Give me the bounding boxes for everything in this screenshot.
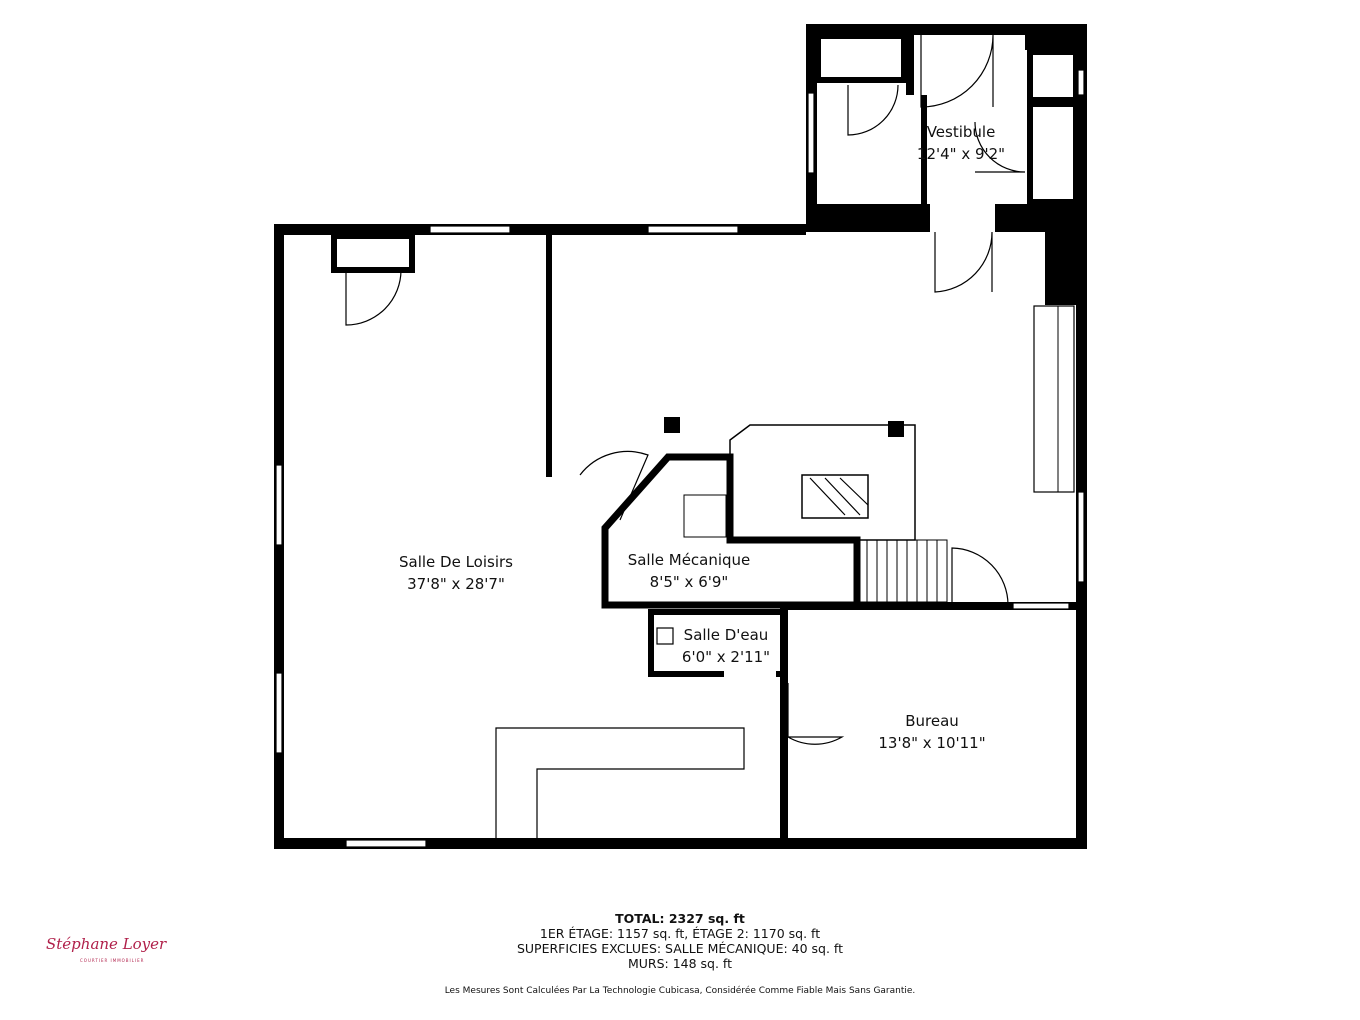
room-name: Vestibule: [927, 123, 996, 141]
room-dims: 12'4" x 9'2": [917, 145, 1005, 163]
room-dims: 13'8" x 10'11": [878, 734, 985, 752]
floor-areas: 1ER ÉTAGE: 1157 sq. ft, ÉTAGE 2: 1170 sq…: [539, 926, 821, 941]
room-labels: Vestibule 12'4" x 9'2" Salle De Loisirs …: [399, 123, 1005, 752]
wall-area: MURS: 148 sq. ft: [627, 956, 733, 971]
total-area: TOTAL: 2327 sq. ft: [615, 911, 745, 926]
interior-lines: [275, 33, 1085, 848]
disclaimer: Les Mesures Sont Calculées Par La Techno…: [444, 986, 916, 996]
room-dims: 37'8" x 28'7": [407, 575, 505, 593]
room-name: Bureau: [905, 712, 959, 730]
room-dims: 6'0" x 2'11": [682, 648, 770, 666]
logo-signature: Stéphane Loyer: [46, 935, 167, 953]
windows: [275, 69, 1085, 848]
broker-logo: Stéphane Loyer COURTIER IMMOBILIER: [40, 925, 170, 970]
room-name: Salle D'eau: [684, 626, 769, 644]
room-name: Salle Mécanique: [628, 551, 751, 569]
area-summary: TOTAL: 2327 sq. ft 1ER ÉTAGE: 1157 sq. f…: [380, 911, 980, 971]
door-swings: [345, 34, 1026, 745]
excluded-areas: SUPERFICIES EXCLUES: SALLE MÉCANIQUE: 40…: [516, 941, 844, 956]
walls: [274, 24, 1087, 849]
logo-subtitle: COURTIER IMMOBILIER: [80, 958, 145, 963]
room-dims: 8'5" x 6'9": [650, 573, 729, 591]
room-name: Salle De Loisirs: [399, 553, 513, 571]
